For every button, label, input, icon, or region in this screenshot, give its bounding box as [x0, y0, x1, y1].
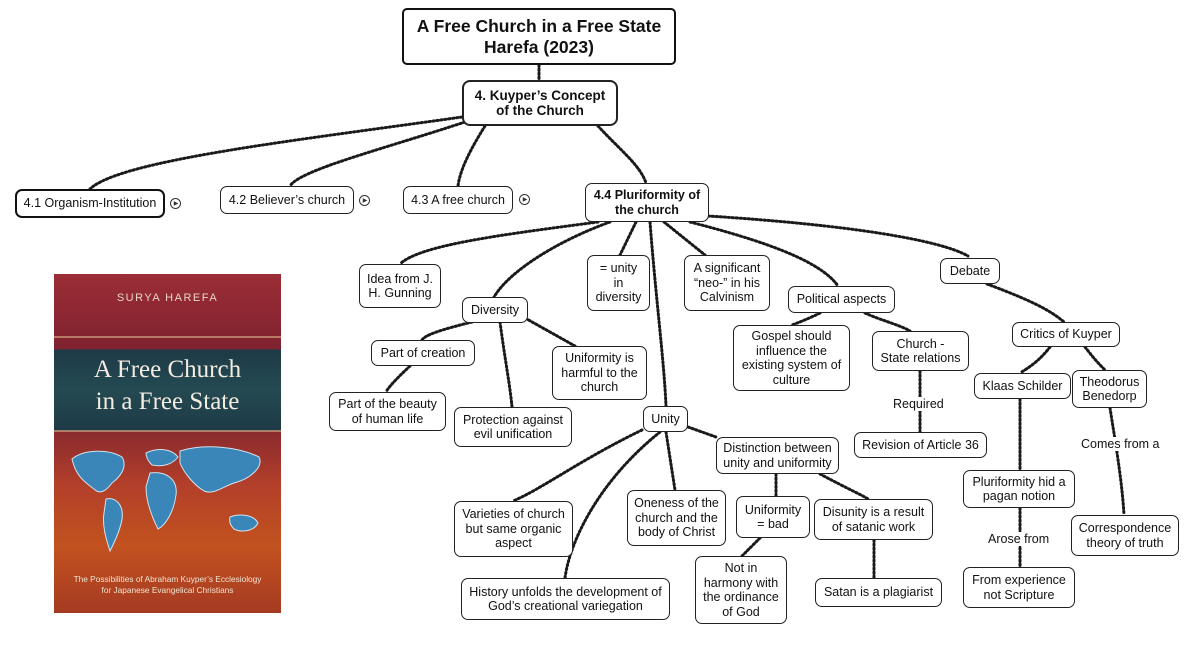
- play-circle-icon[interactable]: ▶: [170, 198, 181, 209]
- node-experience-not-scripture[interactable]: From experience not Scripture: [963, 567, 1075, 608]
- edge: [1018, 345, 1052, 375]
- node-church-state[interactable]: Church - State relations: [872, 331, 969, 371]
- book-subtitle: The Possibilities of Abraham Kuyper’s Ec…: [73, 574, 262, 595]
- node-neo-calvinism[interactable]: A significant “neo-” in his Calvinism: [684, 255, 770, 311]
- edge: [1108, 406, 1126, 517]
- node-critics-of-kuyper[interactable]: Critics of Kuyper: [1012, 322, 1120, 347]
- node-believers-church[interactable]: 4.2 Believer’s church: [220, 186, 354, 214]
- book-author: SURYA HAREFA: [116, 292, 219, 304]
- node-uniformity-bad[interactable]: Uniformity = bad: [736, 496, 810, 538]
- book-title: A Free Church in a Free State: [93, 356, 242, 415]
- node-pluriformity[interactable]: 4.4 Pluriformity of the church: [585, 183, 709, 222]
- node-free-church[interactable]: 4.3 A free church: [403, 186, 513, 214]
- node-debate[interactable]: Debate: [940, 258, 1000, 284]
- edge: [985, 282, 1066, 324]
- node-pagan-notion[interactable]: Pluriformity hid a pagan notion: [963, 470, 1075, 508]
- node-diversity[interactable]: Diversity: [462, 297, 528, 323]
- play-circle-icon[interactable]: ▶: [519, 194, 530, 205]
- root-topic[interactable]: A Free Church in a Free State Harefa (20…: [402, 8, 676, 65]
- edge: [1083, 345, 1107, 372]
- edge: [288, 120, 467, 188]
- play-circle-icon[interactable]: ▶: [359, 195, 370, 206]
- node-theodorus-benedorp[interactable]: Theodorus Benedorp: [1072, 370, 1147, 408]
- edge: [563, 430, 662, 580]
- edge: [420, 320, 474, 342]
- node-political-aspects[interactable]: Political aspects: [788, 286, 895, 313]
- edge: [88, 115, 464, 191]
- edge: [384, 364, 412, 394]
- edge: [664, 430, 677, 492]
- node-not-in-harmony[interactable]: Not in harmony with the ordinance of God: [695, 556, 787, 624]
- decorative-stripe: [54, 336, 281, 338]
- edge-label-comes-from: Comes from a: [1078, 437, 1163, 451]
- node-correspondence-theory[interactable]: Correspondence theory of truth: [1071, 515, 1179, 556]
- edge: [662, 220, 707, 257]
- edge: [618, 220, 638, 257]
- decorative-stripe: [54, 430, 281, 432]
- node-protection[interactable]: Protection against evil unification: [454, 407, 572, 447]
- node-uniformity-harmful[interactable]: Uniformity is harmful to the church: [552, 346, 647, 400]
- node-gospel-culture[interactable]: Gospel should influence the existing sys…: [733, 325, 850, 391]
- edge: [456, 124, 487, 188]
- node-unity[interactable]: Unity: [643, 406, 688, 432]
- edge: [523, 316, 577, 348]
- edge-label-required: Required: [890, 397, 947, 411]
- edge: [398, 220, 600, 266]
- world-map-icon: [71, 446, 261, 553]
- node-part-of-creation[interactable]: Part of creation: [371, 340, 475, 366]
- book-cover-image: SURYA HAREFA A Free Church in a Free Sta…: [54, 274, 281, 613]
- edge: [492, 220, 612, 299]
- node-unity-in-diversity[interactable]: = unity in diversity: [587, 255, 650, 311]
- edge: [790, 311, 822, 327]
- edge: [511, 428, 644, 503]
- edge: [818, 472, 870, 501]
- edge: [596, 124, 648, 185]
- node-kuyper-concept[interactable]: 4. Kuyper’s Concept of the Church: [462, 80, 618, 126]
- node-satan-plagiarist[interactable]: Satan is a plagiarist: [815, 578, 942, 607]
- node-klaas-schilder[interactable]: Klaas Schilder: [974, 373, 1071, 399]
- node-organism-institution[interactable]: 4.1 Organism-Institution: [15, 189, 165, 218]
- node-oneness-body-of-christ[interactable]: Oneness of the church and the body of Ch…: [627, 490, 726, 546]
- edge: [863, 311, 912, 333]
- node-disunity-satanic[interactable]: Disunity is a result of satanic work: [814, 499, 933, 540]
- node-revision-article-36[interactable]: Revision of Article 36: [854, 432, 987, 458]
- node-varieties-of-church[interactable]: Varieties of church but same organic asp…: [454, 501, 573, 557]
- edge: [688, 220, 840, 288]
- node-beauty[interactable]: Part of the beauty of human life: [329, 392, 446, 431]
- edge-label-arose-from: Arose from: [985, 532, 1053, 546]
- node-history-unfolds[interactable]: History unfolds the development of God’s…: [461, 578, 670, 620]
- edge: [648, 220, 668, 408]
- edge: [706, 214, 970, 258]
- node-unity-vs-uniformity[interactable]: Distinction between unity and uniformity: [716, 437, 839, 474]
- edge: [498, 320, 514, 409]
- edge: [740, 536, 762, 558]
- edge: [686, 425, 718, 439]
- node-gunning[interactable]: Idea from J. H. Gunning: [359, 264, 441, 308]
